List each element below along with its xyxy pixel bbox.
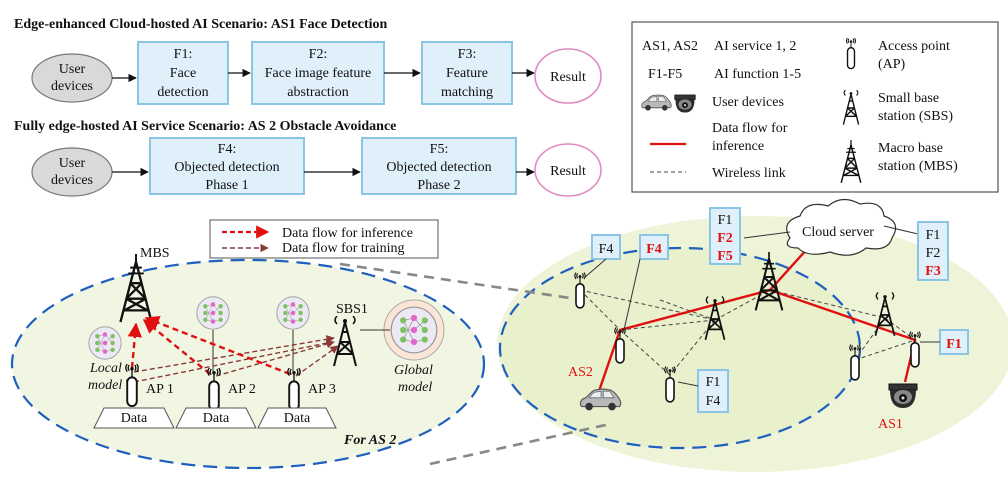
data-label-3: Data: [284, 411, 311, 426]
as2-label: AS2: [568, 365, 593, 380]
box-mbs-functions: F1 F2 F5: [709, 207, 741, 265]
ap1-label: AP 1: [146, 382, 174, 397]
s2-f5-l2: Objected detection: [386, 160, 491, 175]
mbs-box-link: [743, 231, 791, 239]
s2-user-label-1: User: [59, 156, 86, 171]
zoom-mbs-label: MBS: [140, 246, 170, 261]
ap3-label: AP 3: [308, 382, 336, 397]
s2-result-ellipse: [534, 143, 602, 197]
box-f4-a-label: F4: [599, 242, 614, 257]
zoom-sbs1-label: SBS1: [336, 302, 368, 317]
s1-f2-l2: Face image feature: [265, 66, 372, 81]
legend-mbs-1: Macro base: [878, 141, 943, 156]
box-f1-label: F1: [946, 337, 962, 352]
legend-as-val: AI service 1, 2: [714, 39, 796, 54]
box-f4-b-link: [623, 258, 641, 331]
data-label-2: Data: [203, 411, 230, 426]
legend-mbs-2: station (MBS): [878, 159, 958, 174]
box-mbs-f5: F5: [717, 249, 733, 264]
s2-user-label-2: devices: [51, 173, 93, 188]
s2-f4-l3: Phase 1: [205, 178, 248, 193]
zoom-legend-inference: Data flow for inference: [282, 226, 413, 241]
zoom-source-ellipse: [498, 246, 862, 450]
ap2-label: AP 2: [228, 382, 256, 397]
s2-f4-l2: Objected detection: [174, 160, 279, 175]
zoom-training-flows: [125, 335, 339, 388]
box-f4-b: F4: [639, 234, 669, 260]
box-f4-a-link: [583, 258, 607, 279]
box-cloud-f1: F1: [926, 228, 941, 243]
box-cloud-f2: F2: [926, 246, 941, 261]
zoom-legend-training: Data flow for training: [282, 241, 404, 256]
box-bottom-functions: F1 F4: [697, 369, 729, 413]
as1-label: AS1: [878, 417, 903, 432]
s1-f3-l1: F3:: [458, 47, 477, 62]
s1-f3-l2: Feature: [446, 66, 488, 81]
box-mbs-f1: F1: [718, 213, 733, 228]
zoom-legend-box: [209, 219, 439, 259]
s1-result-ellipse: [534, 48, 602, 104]
cloud-label: Cloud server: [802, 225, 874, 240]
data-label-1: Data: [121, 411, 148, 426]
s1-f2-l3: abstraction: [287, 85, 348, 100]
legend-f-key: F1-F5: [648, 67, 682, 82]
s1-f1-l2: Face: [170, 66, 196, 81]
scenario1-title: Edge-enhanced Cloud-hosted AI Scenario: …: [14, 17, 388, 32]
global-model-label-1: Global: [394, 363, 433, 378]
legend-f-val: AI function 1-5: [714, 67, 801, 82]
ap2-nn-icon: [196, 296, 230, 330]
s2-f5-l3: Phase 2: [417, 178, 460, 193]
s2-f4-l1: F4:: [218, 142, 237, 157]
legend-as-key: AS1, AS2: [642, 39, 698, 54]
s1-f2-l1: F2:: [309, 47, 328, 62]
zoom-inference-flows: [127, 315, 291, 376]
legend-sbs-1: Small base: [878, 91, 939, 106]
box-bottom-f1: F1: [706, 375, 721, 390]
ap3-nn-icon: [276, 296, 310, 330]
s2-f5-box: [361, 137, 517, 195]
box-mbs-f2: F2: [717, 231, 733, 246]
s2-result-label: Result: [550, 164, 586, 179]
box-f4-a: F4: [591, 234, 621, 260]
box-bottom-f4: F4: [706, 394, 721, 409]
cloud-box-link: [883, 225, 919, 235]
legend-wireless-val: Wireless link: [712, 166, 786, 181]
box-f4-b-label: F4: [646, 242, 662, 257]
box-cloud-f3: F3: [925, 264, 941, 279]
s1-f3-l3: matching: [441, 85, 493, 100]
s1-f2-box: [251, 41, 385, 105]
s1-f1-box: [137, 41, 229, 105]
s1-result-label: Result: [550, 70, 586, 85]
s1-f1-l3: detection: [157, 85, 208, 100]
legend-user-val: User devices: [712, 95, 784, 110]
legend-ap-2: (AP): [878, 57, 906, 72]
local-model-label-2: model: [88, 378, 122, 393]
zoom-nn-links: [212, 329, 390, 372]
legend-sbs-2: station (SBS): [878, 109, 953, 124]
s1-f1-l1: F1:: [174, 47, 193, 62]
legend-flow-val-2: inference: [712, 139, 764, 154]
s1-user-label-1: User: [59, 62, 86, 77]
scenario2-title: Fully edge-hosted AI Service Scenario: A…: [14, 119, 396, 134]
legend-ap-1: Access point: [878, 39, 950, 54]
s1-user-label-2: devices: [51, 79, 93, 94]
box-bottom-link: [677, 381, 699, 387]
box-f1: F1: [939, 329, 969, 355]
box-cloud-functions: F1 F2 F3: [917, 221, 949, 281]
s2-f5-l1: F5:: [430, 142, 449, 157]
local-model-label-1: Local: [89, 361, 122, 376]
zoom-connector-top: [339, 262, 571, 300]
cloud-server: Cloud server: [786, 198, 897, 256]
for-as2-label: For AS 2: [343, 433, 396, 448]
data-blocks: [93, 407, 337, 429]
global-model-label-2: model: [398, 380, 432, 395]
legend-flow-val-1: Data flow for: [712, 121, 788, 136]
global-model-nn-icon: [390, 306, 438, 354]
zoom-connector-bottom: [429, 422, 611, 466]
local-model-nn-icon: [88, 326, 122, 360]
s2-f4-box: [149, 137, 305, 195]
